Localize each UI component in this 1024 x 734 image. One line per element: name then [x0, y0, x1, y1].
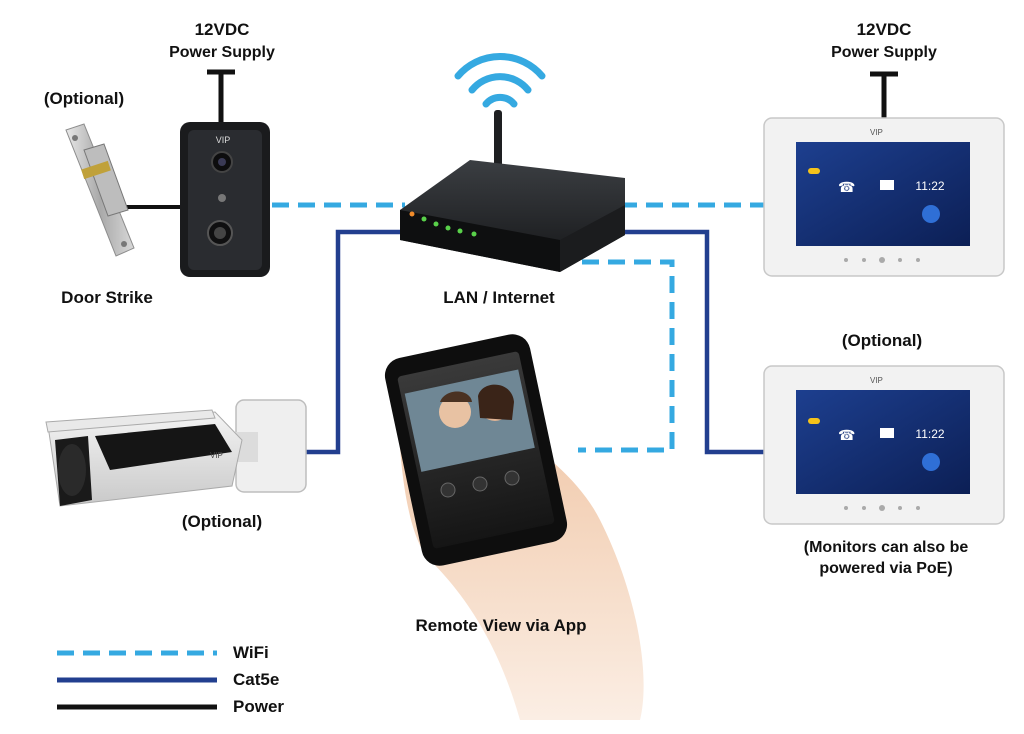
bullet-camera-image: VIP — [45, 399, 307, 507]
power-supply-right-voltage: 12VDC — [856, 20, 912, 39]
monitor-2-optional-label: (Optional) — [841, 331, 923, 350]
cat5e-link-camera-router — [300, 229, 405, 455]
wifi-link-router-phone — [578, 259, 675, 453]
poe-note-line1: (Monitors can also be — [803, 539, 969, 556]
wifi-signal-icon — [454, 53, 546, 108]
doorbell-brand: VIP — [216, 135, 231, 145]
svg-text:VIP: VIP — [870, 376, 883, 385]
indoor-monitor-2-image: ☎ 11:22 VIP — [763, 365, 1005, 525]
indoor-monitor-image: ☎ 11:22 VIP — [763, 117, 1005, 277]
monitor-clock: 11:22 — [915, 179, 944, 193]
svg-text:☎: ☎ — [838, 427, 855, 443]
svg-text:VIP: VIP — [870, 128, 883, 137]
remote-view-label: Remote View via App — [415, 616, 587, 635]
doorbell-station-image: VIP — [180, 122, 270, 277]
power-supply-right-label: Power Supply — [831, 44, 937, 61]
monitor-2-clock: 11:22 — [915, 427, 944, 441]
power-supply-left-label: Power Supply — [169, 44, 275, 61]
lan-internet-label: LAN / Internet — [443, 288, 555, 307]
legend-wifi-label: WiFi — [233, 643, 269, 662]
router-image — [400, 110, 625, 272]
camera-optional-label: (Optional) — [181, 512, 263, 531]
legend-power-label: Power — [233, 697, 285, 716]
svg-text:VIP: VIP — [210, 451, 223, 460]
power-supply-left-voltage: 12VDC — [194, 20, 250, 39]
door-strike-image — [65, 123, 135, 257]
legend-cat5e-label: Cat5e — [233, 670, 280, 689]
poe-note-line2: powered via PoE) — [819, 560, 953, 577]
svg-text:☎: ☎ — [838, 179, 855, 195]
smartphone-in-hand-image — [384, 334, 644, 720]
cat5e-link-router-monitor2 — [605, 229, 765, 455]
door-strike-label: Door Strike — [61, 288, 153, 307]
door-strike-optional-label: (Optional) — [43, 89, 125, 108]
